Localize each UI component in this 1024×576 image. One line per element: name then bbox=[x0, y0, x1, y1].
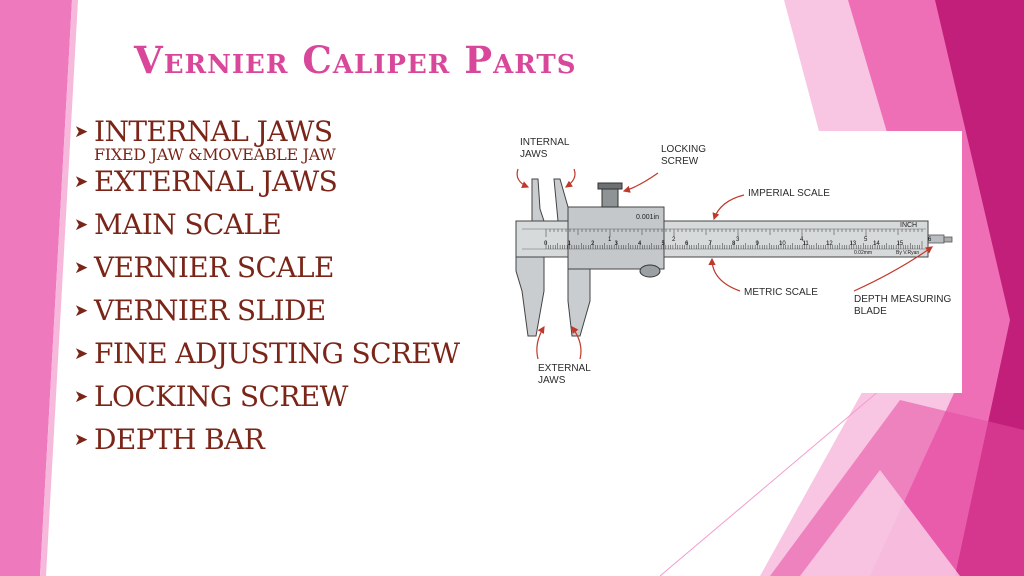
accent-line bbox=[659, 389, 881, 576]
arrow-bullet-icon: ➤ bbox=[74, 122, 88, 142]
metric-number: 14 bbox=[873, 241, 880, 247]
imperial-number: 6 bbox=[928, 237, 932, 243]
metric-number: 11 bbox=[803, 241, 810, 247]
label-imperial-scale: IMPERIAL SCALE bbox=[748, 188, 830, 199]
left-pink-band bbox=[0, 0, 72, 576]
inch-unit-label: INCH bbox=[900, 222, 917, 229]
depth-blade-tip bbox=[943, 236, 953, 243]
arrow-bullet-icon: ➤ bbox=[74, 300, 88, 321]
label-locking-screw: LOCKING SCREW bbox=[661, 144, 707, 167]
vernier-reading-label: 0.001in bbox=[636, 214, 659, 221]
bullet-sub-label: FIXED JAW &MOVEABLE JAW bbox=[94, 145, 336, 164]
metric-number: 12 bbox=[826, 241, 833, 247]
arrow-bullet-icon: ➤ bbox=[74, 343, 88, 364]
arrow-bullet-icon: ➤ bbox=[74, 257, 88, 278]
label-external-jaws: EXTERNAL JAWS bbox=[538, 363, 591, 386]
moving-internal-jaw bbox=[553, 178, 569, 222]
arrow-bullet-icon: ➤ bbox=[74, 171, 88, 192]
arrow-bullet-icon: ➤ bbox=[74, 214, 88, 235]
bullet-locking-screw: ➤ LOCKING SCREW bbox=[72, 379, 512, 413]
label-depth-measuring-blade: DEPTH MEASURING BLADE bbox=[854, 294, 952, 317]
metric-number: 6 bbox=[685, 241, 689, 247]
metric-number: 4 bbox=[638, 241, 642, 247]
depth-blade-arrow bbox=[853, 246, 933, 292]
metric-number: 10 bbox=[779, 241, 786, 247]
imperial-number: 5 bbox=[864, 237, 868, 243]
metric-scale-arrow bbox=[708, 257, 741, 292]
right-bottom-light-facet bbox=[800, 470, 960, 576]
metric-number: 7 bbox=[709, 241, 713, 247]
bullet-label: DEPTH BAR bbox=[94, 422, 265, 456]
fixed-external-jaw bbox=[515, 256, 545, 337]
metric-precision-label: 0.02mm bbox=[854, 250, 872, 256]
bullet-label: INTERNAL JAWS bbox=[94, 115, 333, 148]
locking-screw bbox=[601, 186, 619, 208]
bullet-list: ➤ INTERNAL JAWS FIXED JAW &MOVEABLE JAW … bbox=[72, 118, 512, 454]
slide-title: Vernier Caliper Parts bbox=[134, 38, 577, 82]
metric-number: 9 bbox=[756, 241, 760, 247]
metric-number: 13 bbox=[850, 241, 857, 247]
bullet-vernier-slide: ➤ VERNIER SLIDE bbox=[72, 293, 512, 327]
bullet-label: EXTERNAL JAWS bbox=[94, 164, 338, 198]
arrow-bullet-icon: ➤ bbox=[74, 386, 88, 407]
metric-number: 3 bbox=[615, 241, 619, 247]
imperial-number: 1 bbox=[608, 237, 612, 243]
bullet-label: FINE ADJUSTING SCREW bbox=[94, 336, 460, 370]
fine-adjusting-screw bbox=[639, 264, 661, 278]
locking-screw-arrow bbox=[622, 172, 659, 193]
bullet-label: VERNIER SLIDE bbox=[94, 293, 326, 327]
metric-number: 1 bbox=[568, 241, 572, 247]
imperial-number: 3 bbox=[736, 237, 740, 243]
label-internal-jaws: INTERNAL JAWS bbox=[520, 137, 570, 160]
imperial-number: 4 bbox=[800, 237, 804, 243]
metric-number: 5 bbox=[662, 241, 666, 247]
external-jaws-arrow-right bbox=[571, 326, 582, 360]
metric-number: 15 bbox=[897, 241, 904, 247]
bullet-main-scale: ➤ MAIN SCALE bbox=[72, 207, 512, 241]
bullet-external-jaws: ➤ EXTERNAL JAWS bbox=[72, 164, 512, 198]
left-pink-strip bbox=[40, 0, 78, 576]
bullet-label: MAIN SCALE bbox=[94, 207, 282, 241]
moving-external-jaw bbox=[567, 268, 591, 337]
scale-ticks bbox=[545, 229, 923, 249]
bullet-vernier-scale: ➤ VERNIER SCALE bbox=[72, 250, 512, 284]
imperial-number: 2 bbox=[672, 237, 676, 243]
imperial-scale-arrow bbox=[712, 194, 745, 221]
metric-number: 0 bbox=[544, 241, 548, 247]
label-metric-scale: METRIC SCALE bbox=[744, 287, 818, 298]
metric-number: 2 bbox=[591, 241, 595, 247]
bullet-internal-jaws: ➤ INTERNAL JAWS FIXED JAW &MOVEABLE JAW bbox=[72, 118, 512, 164]
metric-number: 8 bbox=[732, 241, 736, 247]
internal-jaws-arrow-right bbox=[565, 168, 576, 188]
bullet-depth-bar: ➤ DEPTH BAR bbox=[72, 422, 512, 456]
external-jaws-arrow-left bbox=[536, 325, 545, 360]
internal-jaws-arrow-left bbox=[516, 168, 530, 188]
credit-label: By V.Ryan bbox=[896, 250, 919, 256]
arrow-bullet-icon: ➤ bbox=[74, 429, 88, 450]
bullet-label: VERNIER SCALE bbox=[94, 250, 334, 284]
bullet-label: LOCKING SCREW bbox=[94, 379, 348, 413]
bullet-fine-adjusting-screw: ➤ FINE ADJUSTING SCREW bbox=[72, 336, 512, 370]
fixed-internal-jaw bbox=[531, 178, 545, 222]
vernier-slide bbox=[567, 206, 665, 270]
